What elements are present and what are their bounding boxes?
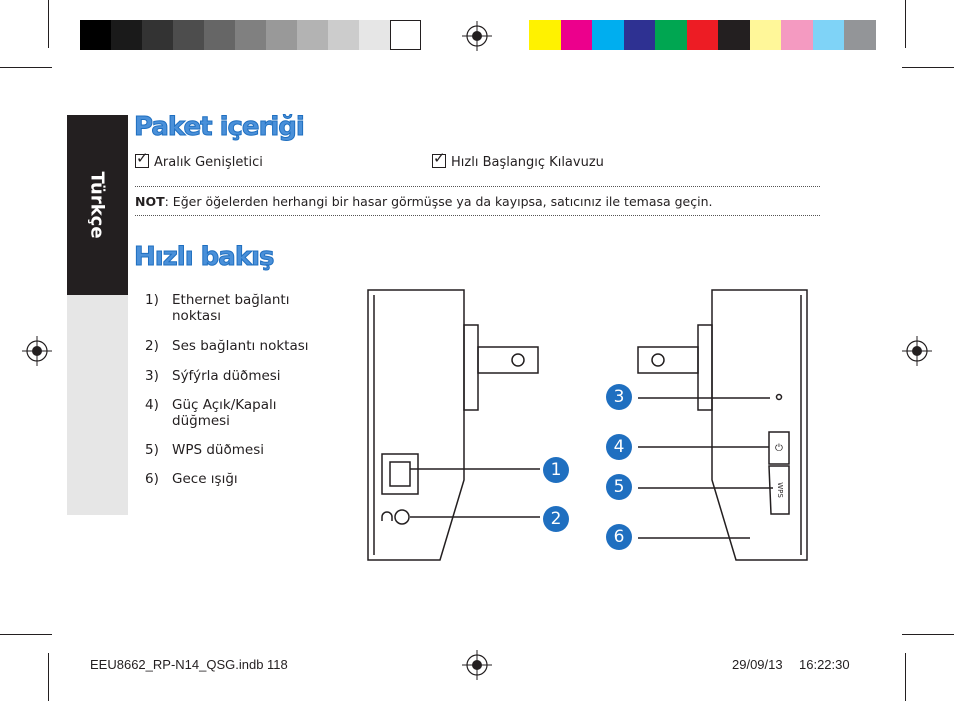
note: NOT: Eğer öğelerden herhangi bir hasar g… (135, 194, 713, 209)
callout-6: 6 (606, 524, 632, 550)
footer-file: EEU8662_RP-N14_QSG.indb 118 (90, 657, 288, 672)
color-swatch (812, 20, 844, 50)
color-swatch (686, 20, 718, 50)
checkbox-checked-icon (135, 149, 149, 168)
footer-time: 16:22:30 (799, 657, 850, 672)
checkbox-checked-icon (432, 149, 446, 168)
color-swatch (592, 20, 624, 50)
side-tab-label: Türkçe (86, 171, 108, 239)
side-tab (67, 115, 128, 295)
color-swatch (111, 20, 142, 50)
color-swatch (297, 20, 328, 50)
color-swatch (749, 20, 781, 50)
list-item-number: 4) (145, 397, 159, 413)
list-item-text: Ses bağlantı noktası (172, 338, 309, 354)
crop-mark (0, 634, 52, 635)
wps-label: WPS (776, 482, 784, 498)
color-swatch (235, 20, 266, 50)
package-item: Aralık Genişletici (135, 149, 263, 170)
crop-mark (902, 67, 954, 68)
package-title: Paket içeriği (134, 112, 306, 143)
list-item-number: 6) (145, 471, 159, 487)
color-swatch (781, 20, 813, 50)
list-item-number: 5) (145, 442, 159, 458)
list-item-number: 2) (145, 338, 159, 354)
crop-mark (48, 653, 49, 701)
device-illustration: ⏻ WPS (367, 289, 808, 561)
color-swatch (390, 20, 421, 50)
color-swatch (529, 20, 561, 50)
crop-mark (48, 0, 49, 48)
callout-4: 4 (606, 434, 632, 460)
registration-mark-icon (902, 336, 932, 366)
package-item: Hızlı Başlangıç Kılavuzu (432, 149, 604, 170)
crop-mark (905, 653, 906, 701)
color-swatch (623, 20, 655, 50)
callout-1: 1 (543, 457, 569, 483)
registration-mark-icon (462, 650, 492, 680)
color-swatch (142, 20, 173, 50)
list-item-text: Ethernet bağlantı noktası (172, 292, 290, 324)
color-swatch (204, 20, 235, 50)
crop-mark (902, 634, 954, 635)
overview-title: Hızlı bakış (134, 242, 276, 273)
color-swatch (359, 20, 390, 50)
note-text: : Eğer öğelerden herhangi bir hasar görm… (164, 194, 713, 209)
power-button-icon: ⏻ (775, 443, 783, 454)
crop-mark (905, 0, 906, 48)
callout-3: 3 (606, 384, 632, 410)
list-item-text: WPS düðmesi (172, 442, 264, 458)
note-label: NOT (135, 194, 165, 209)
callout-2: 2 (543, 506, 569, 532)
callout-5: 5 (606, 474, 632, 500)
color-swatch (328, 20, 359, 50)
color-swatch (266, 20, 297, 50)
color-swatch (173, 20, 204, 50)
package-item-label: Hızlı Başlangıç Kılavuzu (451, 155, 604, 170)
list-item-number: 3) (145, 368, 159, 384)
list-item-text: Sýfýrla düðmesi (172, 368, 281, 384)
crop-mark (0, 67, 52, 68)
list-item-text: Gece ışığı (172, 471, 238, 487)
color-swatch (718, 20, 750, 50)
package-item-label: Aralık Genişletici (154, 155, 263, 170)
color-swatch (655, 20, 687, 50)
divider (135, 186, 820, 187)
list-item-number: 1) (145, 292, 159, 308)
registration-mark-icon (462, 21, 492, 51)
color-swatch (80, 20, 111, 50)
color-swatch (844, 20, 876, 50)
registration-mark-icon (22, 336, 52, 366)
color-swatch (560, 20, 592, 50)
divider (135, 215, 820, 216)
list-item-text: Güç Açık/Kapalı düğmesi (172, 397, 277, 429)
footer-date: 29/09/13 (732, 657, 783, 672)
